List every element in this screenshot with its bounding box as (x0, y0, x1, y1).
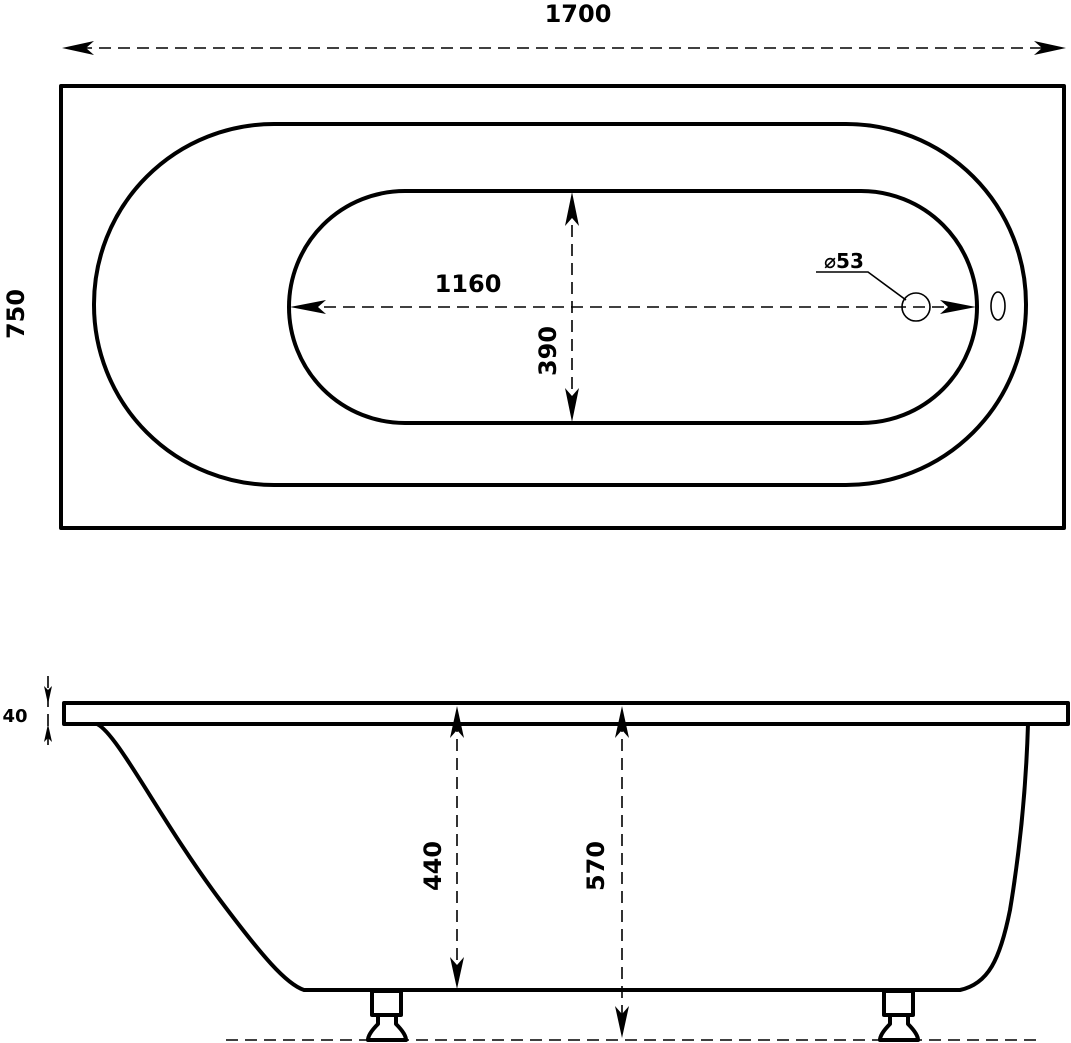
inner-depth-label: 440 (419, 841, 447, 891)
dimension-basin-length: 1160 (290, 270, 976, 314)
foot-post (882, 989, 915, 1017)
drain-diameter-label: ⌀53 (824, 249, 864, 273)
dimension-basin-width: 390 (534, 192, 579, 422)
drain: ⌀53 (816, 249, 931, 322)
dimension-inner-depth: 440 (419, 706, 464, 989)
arrowhead-top (44, 686, 52, 704)
foot-base (878, 1016, 920, 1042)
tub-outer-rim (59, 84, 1066, 530)
tub-basin-bottom (287, 189, 979, 425)
right-foot (878, 989, 920, 1042)
dimension-total-height: 570 (582, 706, 629, 1038)
overall-length-label: 1700 (545, 0, 612, 28)
arrowhead-left (62, 41, 94, 55)
overall-width-label: 750 (2, 289, 30, 339)
arrowhead-left (290, 300, 326, 314)
tub-inner-rim (92, 122, 1028, 487)
dimension-overall-length: 1700 (62, 0, 1066, 55)
arrowhead-right (1034, 41, 1066, 55)
arrowhead-right (940, 300, 976, 314)
drain-leader-line (816, 271, 907, 301)
arrowhead-top (565, 192, 579, 226)
arrowhead-bottom (44, 724, 52, 742)
basin-length-label: 1160 (435, 270, 502, 298)
arrowhead-top (450, 706, 464, 738)
drain-hole (901, 292, 931, 322)
total-height-label: 570 (582, 841, 610, 891)
arrowhead-bottom (450, 957, 464, 989)
arrowhead-bottom (565, 388, 579, 422)
basin-width-label: 390 (534, 326, 562, 376)
arrowhead-bottom (615, 1006, 629, 1038)
rim-thickness-label: 40 (2, 706, 27, 727)
tub-side-rim (62, 701, 1070, 726)
top-view: 1700 750 1160 390 ⌀53 (2, 0, 1066, 530)
foot-base (366, 1016, 408, 1042)
tub-side-body (95, 722, 1030, 992)
left-foot (366, 989, 408, 1042)
dimension-rim-thickness: 40 (2, 676, 52, 752)
arrowhead-top (615, 706, 629, 738)
overflow-hole (990, 291, 1006, 321)
side-view: 40 440 570 (2, 676, 1070, 1042)
foot-post (370, 989, 403, 1017)
